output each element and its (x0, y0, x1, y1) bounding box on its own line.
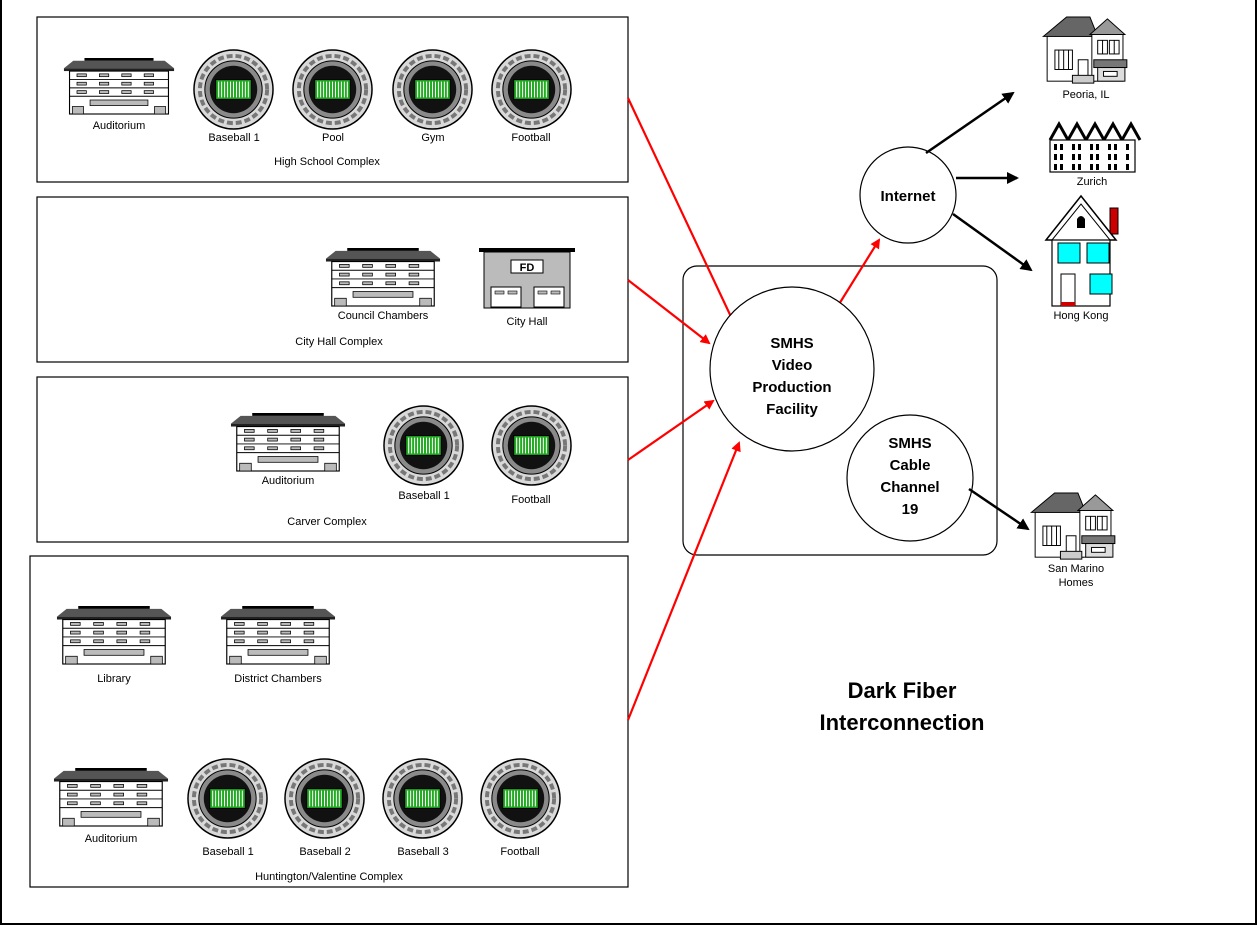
destination-label: Peoria, IL (1062, 89, 1109, 101)
hong-kong-house-icon (1044, 194, 1119, 307)
venue-label: District Chambers (234, 673, 322, 685)
city-hall-complex: Council Chambers FD City Hall City Hall … (36, 196, 629, 363)
football-stadium-icon (490, 404, 573, 487)
venue-label: Baseball 1 (398, 490, 449, 502)
huntington-valentine-complex: Library District Chambers Auditorium Bas… (29, 555, 629, 888)
fiber-link-huntington (626, 441, 741, 721)
venue-label: Baseball 1 (202, 846, 253, 858)
venue-label: Library (97, 673, 131, 685)
facility-line-3: Production (752, 379, 831, 396)
venue-label: Baseball 1 (208, 132, 259, 144)
peoria-house-icon (1042, 16, 1128, 84)
link-cable-san-marino (968, 487, 1030, 531)
facility-line-2: Video (772, 357, 813, 374)
destination-label: Zurich (1077, 176, 1108, 188)
venue-label: Pool (322, 132, 344, 144)
destination-label: Hong Kong (1053, 310, 1108, 322)
auditorium-icon (63, 57, 175, 115)
baseball-stadium-icon (283, 757, 366, 840)
link-facility-to-internet (835, 238, 881, 310)
fiber-link-city-hall (627, 279, 711, 345)
baseball-stadium-icon (192, 48, 275, 131)
venue-label: Gym (421, 132, 444, 144)
cable-channel-node (846, 414, 974, 542)
auditorium-icon (53, 767, 169, 827)
venue-label: Football (500, 846, 539, 858)
complex-label: Carver Complex (287, 516, 367, 528)
gym-stadium-icon (391, 48, 474, 131)
council-chambers-icon (325, 247, 441, 307)
baseball-stadium-icon (382, 404, 465, 487)
venue-label: City Hall (507, 316, 548, 328)
fiber-link-high-school (627, 97, 743, 340)
high-school-complex: Auditorium Baseball 1 Pool Gym Football … (36, 16, 629, 183)
link-internet-hong-kong (952, 212, 1033, 272)
venue-label: Baseball 2 (299, 846, 350, 858)
district-chambers-icon (220, 605, 336, 665)
cable-line-2: Cable (890, 457, 931, 474)
baseball-stadium-icon (381, 757, 464, 840)
facility-line-1: SMHS (770, 335, 813, 352)
facility-line-4: Facility (766, 401, 818, 418)
complex-label: High School Complex (274, 156, 380, 168)
baseball-stadium-icon (186, 757, 269, 840)
zurich-buildings-icon (1048, 120, 1142, 173)
football-stadium-icon (490, 48, 573, 131)
cable-line-4: 19 (902, 501, 919, 518)
destination-label: San Marino (1048, 563, 1104, 575)
internet-node (859, 146, 957, 244)
pool-stadium-icon (291, 48, 374, 131)
cable-line-3: Channel (880, 479, 939, 496)
fire-station-icon (479, 248, 575, 309)
diagram-title-line-2: Interconnection (819, 710, 984, 735)
link-internet-peoria (925, 91, 1015, 155)
auditorium-icon (230, 412, 346, 472)
internet-label: Internet (880, 188, 935, 205)
venue-label: Auditorium (262, 475, 315, 487)
video-production-facility-node (709, 286, 875, 452)
football-stadium-icon (479, 757, 562, 840)
library-icon (56, 605, 172, 665)
venue-label: Football (511, 494, 550, 506)
complex-label: Huntington/Valentine Complex (255, 871, 403, 883)
cable-line-1: SMHS (888, 435, 931, 452)
carver-complex: Auditorium Baseball 1 Football Carver Co… (36, 376, 629, 543)
destination-label: Homes (1059, 577, 1094, 589)
fd-sign: FD (520, 262, 535, 274)
venue-label: Auditorium (93, 120, 146, 132)
diagram-title-line-1: Dark Fiber (848, 678, 957, 703)
complex-label: City Hall Complex (295, 336, 383, 348)
venue-label: Auditorium (85, 833, 138, 845)
fiber-link-carver (627, 399, 715, 461)
san-marino-house-icon (1030, 492, 1116, 560)
venue-label: Baseball 3 (397, 846, 448, 858)
venue-label: Football (511, 132, 550, 144)
venue-label: Council Chambers (338, 310, 429, 322)
